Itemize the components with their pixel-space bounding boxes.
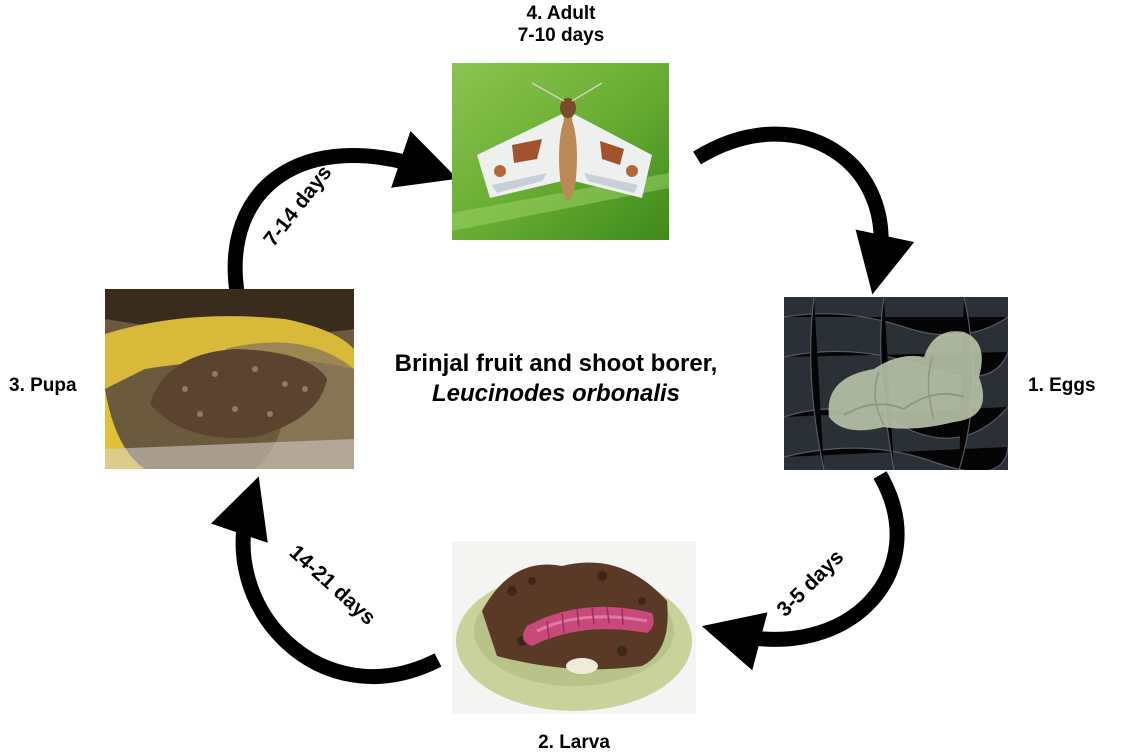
stage-label-eggs: 1. Eggs — [1028, 375, 1096, 397]
arrow-adult-to-eggs — [697, 134, 881, 268]
diagram-title: Brinjal fruit and shoot borer, Leucinode… — [352, 349, 760, 409]
scientific-name: Leucinodes orbonalis — [352, 379, 760, 409]
duration-larva-to-pupa: 14-21 days — [285, 541, 380, 630]
adult-duration: 7-10 days — [452, 25, 670, 47]
common-name: Brinjal fruit and shoot borer, — [352, 349, 760, 379]
adult-label: 4. Adult — [452, 3, 670, 25]
adult-moth-photo — [452, 63, 669, 240]
larva-photo — [452, 541, 696, 714]
duration-eggs-to-larva: 3-5 days — [773, 546, 849, 622]
eggs-photo — [784, 297, 1008, 470]
arrow-eggs-to-larva — [728, 475, 897, 639]
pupa-photo — [105, 289, 354, 469]
stage-label-pupa: 3. Pupa — [9, 375, 77, 397]
stage-label-larva: 2. Larva — [452, 732, 696, 754]
stage-label-adult: 4. Adult 7-10 days — [452, 3, 670, 47]
